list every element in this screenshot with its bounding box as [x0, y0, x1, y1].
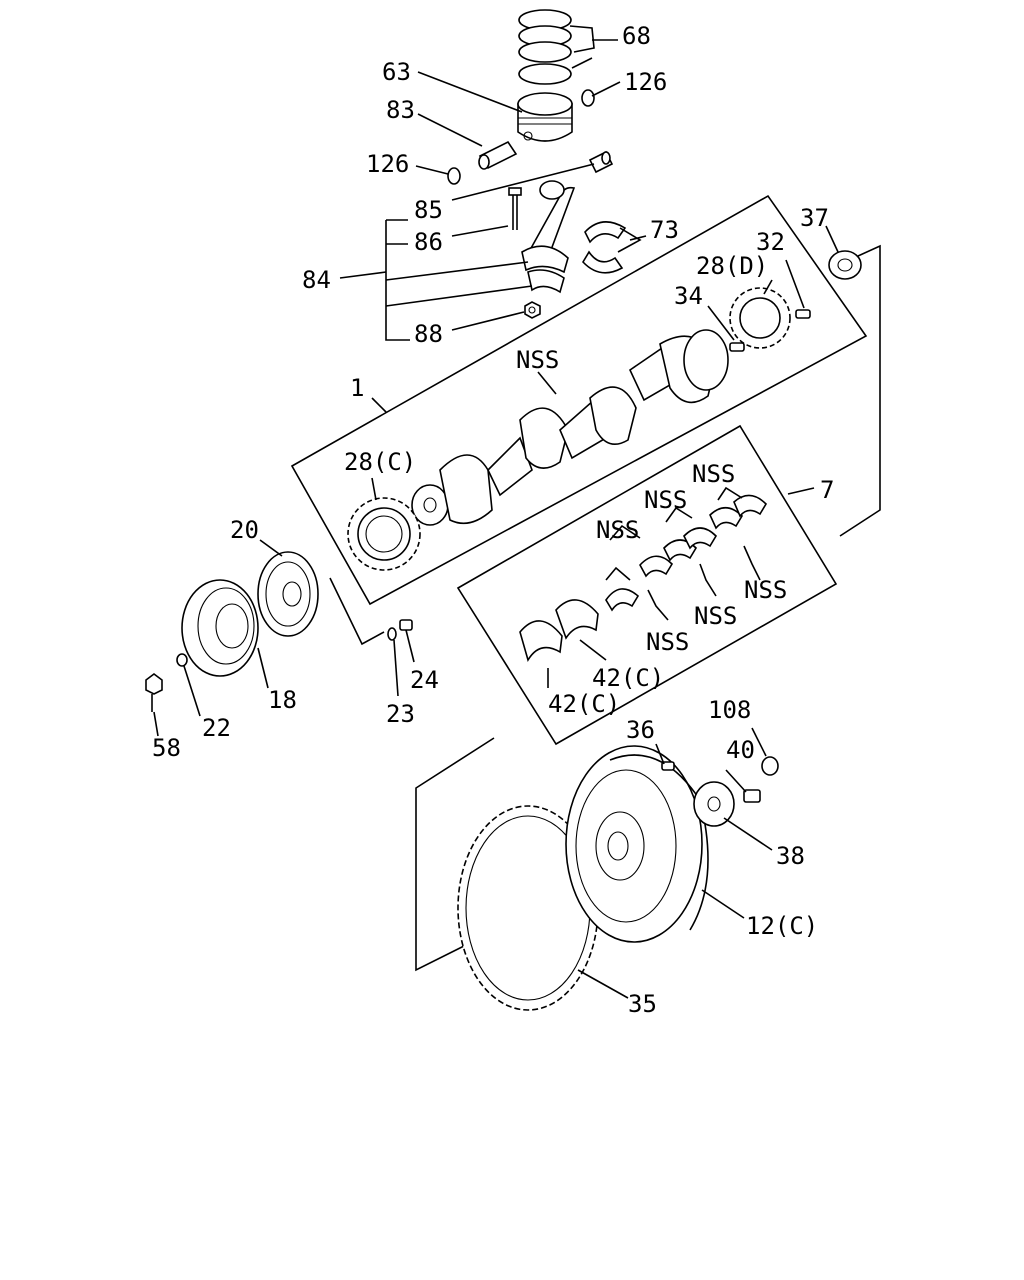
pin-bushing — [588, 150, 614, 174]
pilot-bearing — [828, 250, 862, 280]
snap-ring-108 — [761, 756, 779, 776]
callout-32: 32 — [756, 228, 785, 256]
callout-labels: 68 63 126 83 126 85 86 84 88 73 37 28(D)… — [152, 22, 834, 1018]
callout-86: 86 — [414, 228, 443, 256]
bolt-40 — [743, 789, 761, 803]
callout-34: 34 — [674, 282, 703, 310]
callout-38: 38 — [776, 842, 805, 870]
piston-rings — [518, 9, 572, 85]
callout-28c: 28(C) — [344, 448, 416, 476]
callout-83: 83 — [386, 96, 415, 124]
flywheel-bracket-line — [415, 737, 495, 972]
pulley-bolt — [145, 673, 163, 712]
flywheel — [565, 745, 709, 943]
bolt-24 — [399, 619, 413, 631]
leader-lines — [153, 25, 839, 999]
pin-32 — [795, 309, 811, 319]
rod-nut — [524, 301, 541, 319]
callout-73: 73 — [650, 216, 679, 244]
main-bearings — [605, 494, 768, 612]
snap-ring-left — [447, 167, 461, 185]
callout-nss-6: NSS — [646, 628, 689, 656]
crank-gear-front — [347, 497, 421, 571]
thrust-washers — [519, 599, 599, 662]
rod-bolt — [508, 187, 522, 230]
crankshaft-group-frame — [290, 194, 868, 606]
callout-1: 1 — [350, 374, 364, 402]
callout-126-right: 126 — [624, 68, 667, 96]
callout-40: 40 — [726, 736, 755, 764]
callout-nss-1: NSS — [692, 460, 735, 488]
callout-23: 23 — [386, 700, 415, 728]
callout-nss-5: NSS — [694, 602, 737, 630]
callout-68: 68 — [622, 22, 651, 50]
callout-nss-crank: NSS — [516, 346, 559, 374]
callout-nss-4: NSS — [744, 576, 787, 604]
key-34 — [729, 342, 745, 352]
pulley-washer — [176, 653, 188, 667]
callout-88: 88 — [414, 320, 443, 348]
snap-ring-right — [581, 89, 595, 107]
main-bearing-group-frame — [456, 424, 838, 746]
plate-38 — [693, 781, 735, 827]
callout-36: 36 — [626, 716, 655, 744]
connecting-rod — [521, 180, 576, 294]
callout-58: 58 — [152, 734, 181, 762]
washer-23 — [387, 627, 397, 641]
rod-bearing — [582, 221, 627, 274]
callout-85: 85 — [414, 196, 443, 224]
callout-22: 22 — [202, 714, 231, 742]
callout-20: 20 — [230, 516, 259, 544]
callout-7: 7 — [820, 476, 834, 504]
callout-35: 35 — [628, 990, 657, 1018]
callout-nss-3: NSS — [596, 516, 639, 544]
callout-42c-left: 42(C) — [548, 690, 620, 718]
callout-42c-right: 42(C) — [592, 664, 664, 692]
dowel-36 — [661, 761, 675, 771]
crank-pulley — [181, 579, 259, 677]
callout-63: 63 — [382, 58, 411, 86]
crankshaft — [411, 329, 729, 526]
callout-28d: 28(D) — [696, 252, 768, 280]
pulley-bracket-line — [329, 577, 385, 646]
callout-nss-2: NSS — [644, 486, 687, 514]
crank-gear-rear — [729, 287, 791, 349]
piston-pin — [478, 140, 518, 170]
callout-37: 37 — [800, 204, 829, 232]
damper-pulley — [257, 551, 319, 637]
callout-12c: 12(C) — [746, 912, 818, 940]
callout-18: 18 — [268, 686, 297, 714]
callout-84: 84 — [302, 266, 331, 294]
callout-24: 24 — [410, 666, 439, 694]
callout-126-left: 126 — [366, 150, 409, 178]
crankshaft-right-bracket — [839, 244, 881, 537]
piston — [517, 92, 573, 142]
callout-108: 108 — [708, 696, 751, 724]
